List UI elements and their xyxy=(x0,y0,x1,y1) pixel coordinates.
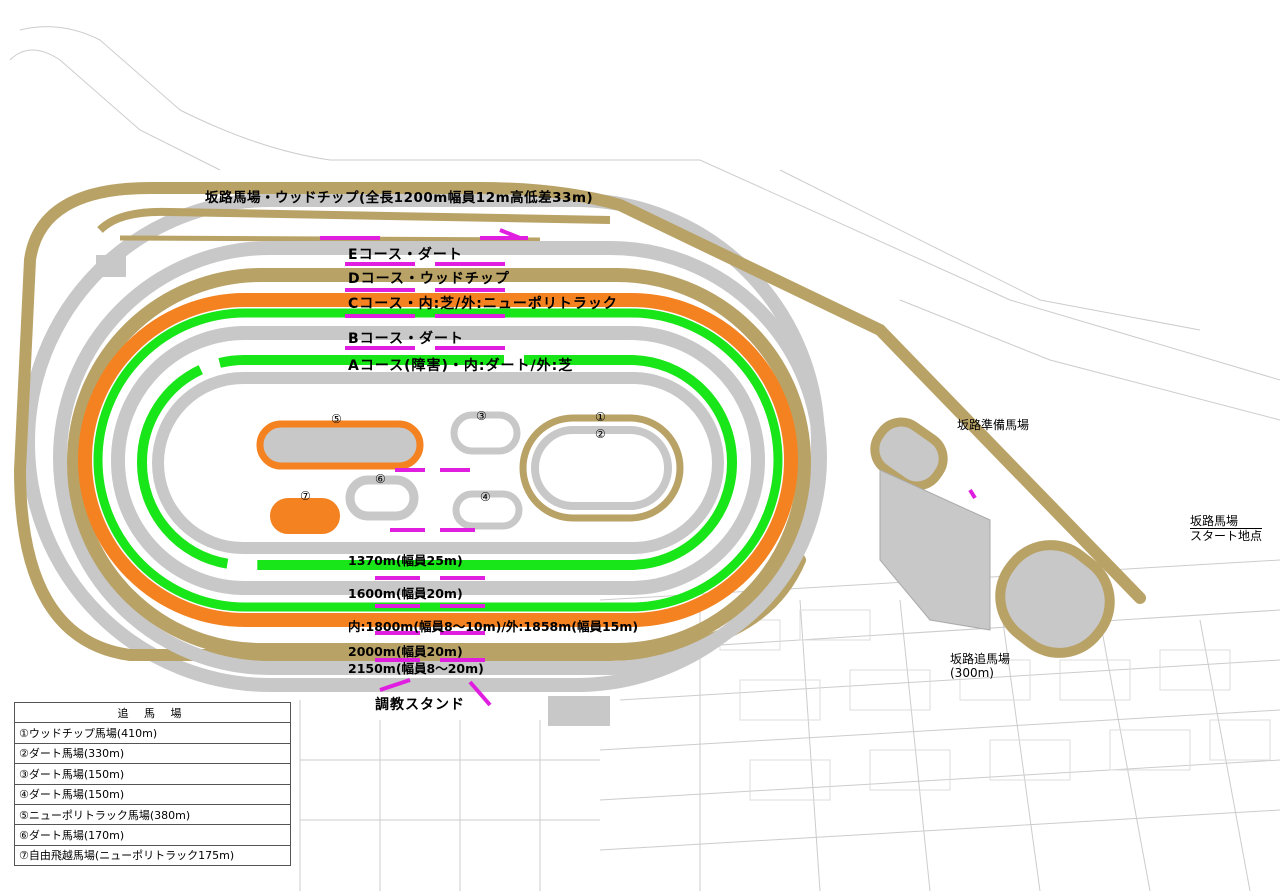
c-course-polytrack xyxy=(78,293,798,627)
e-course-label: Eコース・ダート xyxy=(348,247,463,263)
gallop-number-1: ① xyxy=(595,410,606,424)
gallop-number-6: ⑥ xyxy=(375,472,386,486)
hill-woodchip-inner xyxy=(97,207,611,233)
legend-item: ③ダート馬場(150m) xyxy=(14,763,291,785)
prep-area xyxy=(879,469,991,631)
gallop-number-5: ⑤ xyxy=(331,412,342,426)
hill-prep-loop xyxy=(870,417,948,491)
a-course-turf xyxy=(137,355,737,570)
e-course-dirt xyxy=(53,241,827,675)
gallop-number-7: ⑦ xyxy=(300,489,311,503)
hill-start-label-2: スタート地点 xyxy=(1190,528,1263,543)
hill-chase-label-2: (300m) xyxy=(950,666,994,680)
gallop-1-woodchip xyxy=(519,414,684,522)
gallop-number-4: ④ xyxy=(480,490,491,504)
distance-1800: 内:1800m(幅員8～10m)/外:1858m(幅員15m) xyxy=(348,619,639,634)
distance-1370: 1370m(幅員25m) xyxy=(348,553,463,568)
legend-item: ⑥ダート馬場(170m) xyxy=(14,824,291,846)
gallop-4-dirt xyxy=(452,490,523,530)
stand-block xyxy=(548,696,610,726)
gallop-2-dirt xyxy=(531,426,672,510)
legend-item: ④ダート馬場(150m) xyxy=(14,783,291,805)
c-course-turf xyxy=(93,308,783,612)
gallop-number-2: ② xyxy=(595,427,606,441)
legend-item: ②ダート馬場(330m) xyxy=(14,742,291,765)
d-course-woodchip xyxy=(67,268,811,657)
gallop-number-3: ③ xyxy=(476,409,487,423)
a-course-dirt xyxy=(152,372,724,554)
d-course-label: Dコース・ウッドチップ xyxy=(348,271,510,287)
distance-1600: 1600m(幅員20m) xyxy=(348,586,463,601)
legend-item: ①ウッドチップ馬場(410m) xyxy=(14,722,291,744)
gallop-7-jump xyxy=(270,498,340,534)
gallop-6-dirt xyxy=(345,475,419,521)
legend-title: 追 馬 場 xyxy=(14,701,291,724)
gallop-5-polytrack xyxy=(256,420,424,470)
b-course-dirt xyxy=(111,326,765,595)
hill-chase-label-1: 坂路追馬場 xyxy=(950,652,1011,666)
hill-prep-label: 坂路準備馬場 xyxy=(957,418,1030,432)
west-building xyxy=(96,255,126,277)
distance-2150: 2150m(幅員8～20m) xyxy=(348,661,484,676)
hill-chase-loop xyxy=(995,540,1115,658)
legend-item: ⑦自由飛越馬場(ニューポリトラック175m) xyxy=(14,844,291,867)
c-course-label: Cコース・内:芝/外:ニューポリトラック xyxy=(348,296,618,312)
hill-start-label-1: 坂路馬場 xyxy=(1190,514,1239,528)
stand-label: 調教スタンド xyxy=(375,697,465,713)
b-course-label: Bコース・ダート xyxy=(348,331,464,347)
legend-item: ⑤ニューポリトラック馬場(380m) xyxy=(14,803,291,826)
distance-2000: 2000m(幅員20m) xyxy=(348,644,463,659)
gates xyxy=(320,228,977,707)
hill-course-label: 坂路馬場・ウッドチップ(全長1200m幅員12m高低差33m) xyxy=(205,190,594,206)
a-course-label: Aコース(障害)・内:ダート/外:芝 xyxy=(348,358,574,374)
gallop-3-dirt xyxy=(450,411,521,455)
gallop-legend: 追 馬 場 ①ウッドチップ馬場(410m) ②ダート馬場(330m) ③ダート馬… xyxy=(14,701,291,867)
